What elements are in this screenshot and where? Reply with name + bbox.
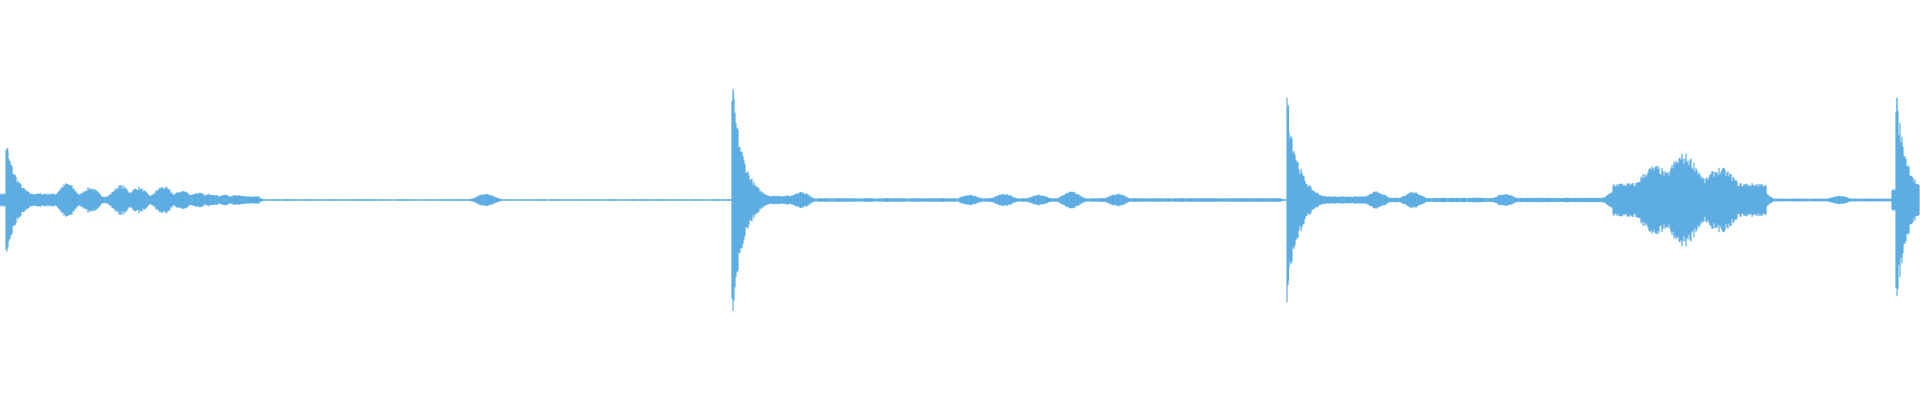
audio-waveform-panel[interactable] <box>0 0 1920 400</box>
waveform-canvas[interactable] <box>0 0 1920 400</box>
